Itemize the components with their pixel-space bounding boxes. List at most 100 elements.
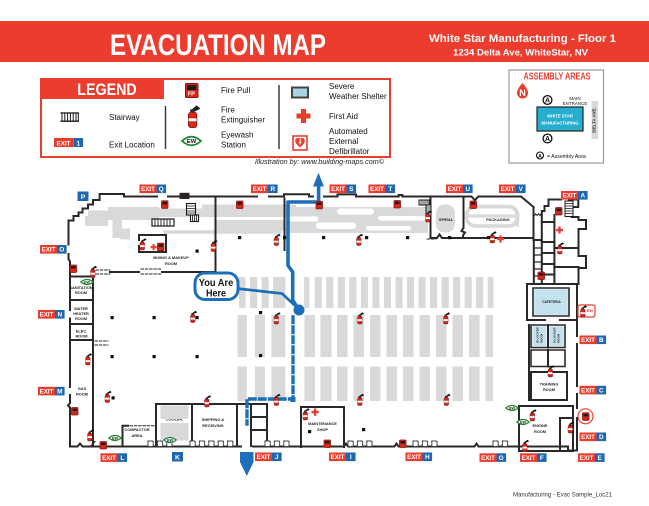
svg-text:EXIT: EXIT bbox=[257, 454, 271, 461]
svg-text:EXIT: EXIT bbox=[581, 434, 595, 441]
svg-text:Fire Pull: Fire Pull bbox=[221, 86, 251, 95]
svg-text:EXIT: EXIT bbox=[522, 455, 536, 462]
svg-text:EXIT: EXIT bbox=[141, 186, 155, 193]
svg-text:WHITE STAR: WHITE STAR bbox=[547, 114, 573, 119]
svg-text:EXIT: EXIT bbox=[40, 389, 54, 396]
svg-text:M LOCKER: M LOCKER bbox=[553, 327, 557, 343]
svg-text:A: A bbox=[580, 193, 585, 200]
svg-text:Manufacturing - Evac Sample_Lo: Manufacturing - Evac Sample_Loc21 bbox=[513, 492, 612, 499]
svg-text:EXIT: EXIT bbox=[370, 186, 384, 193]
svg-text:White Star Manufacturing - Flo: White Star Manufacturing - Floor 1 bbox=[429, 33, 616, 45]
svg-text:ROOM: ROOM bbox=[534, 429, 546, 434]
svg-text:LEGEND: LEGEND bbox=[77, 80, 137, 99]
svg-text:B: B bbox=[599, 337, 604, 344]
svg-text:EXIT: EXIT bbox=[580, 455, 594, 462]
svg-text:SANITATION: SANITATION bbox=[69, 285, 92, 290]
svg-text:V: V bbox=[519, 186, 524, 193]
svg-text:EXIT: EXIT bbox=[253, 186, 267, 193]
svg-text:1: 1 bbox=[76, 140, 80, 147]
svg-text:N: N bbox=[57, 312, 62, 319]
svg-text:MIXING & MAKEUP: MIXING & MAKEUP bbox=[153, 255, 189, 260]
svg-text:ROOM: ROOM bbox=[75, 290, 87, 295]
svg-text:A: A bbox=[545, 98, 550, 105]
svg-text:Fire: Fire bbox=[221, 106, 235, 115]
svg-text:C: C bbox=[599, 388, 604, 395]
svg-text:RECEIVING: RECEIVING bbox=[202, 423, 223, 428]
svg-text:ELEC.: ELEC. bbox=[76, 329, 87, 334]
svg-text:EXIT: EXIT bbox=[331, 454, 345, 461]
svg-text:1234 Delta Ave, WhiteStar, NV: 1234 Delta Ave, WhiteStar, NV bbox=[453, 48, 588, 58]
svg-text:F: F bbox=[540, 455, 544, 462]
svg-text:Automated: Automated bbox=[329, 127, 368, 136]
svg-text:EXIT: EXIT bbox=[563, 193, 577, 200]
svg-text:J: J bbox=[275, 454, 279, 461]
svg-text:Exit Location: Exit Location bbox=[109, 141, 155, 150]
svg-text:EXIT: EXIT bbox=[501, 186, 515, 193]
svg-text:N: N bbox=[519, 88, 526, 98]
svg-text:U: U bbox=[465, 186, 470, 193]
svg-text:= Assembly Area: = Assembly Area bbox=[547, 154, 586, 160]
svg-text:MAIN: MAIN bbox=[569, 96, 580, 101]
svg-text:WATER: WATER bbox=[74, 306, 88, 311]
svg-text:Stairway: Stairway bbox=[109, 113, 140, 122]
svg-text:Illustration by: www.building: Illustration by: www.building-maps.com© bbox=[255, 157, 385, 166]
svg-text:ROOM: ROOM bbox=[543, 387, 555, 392]
svg-text:COMPACTOR: COMPACTOR bbox=[124, 427, 149, 432]
svg-text:Here: Here bbox=[206, 289, 226, 300]
svg-text:MANUFACTURING: MANUFACTURING bbox=[542, 121, 579, 126]
svg-text:O: O bbox=[59, 247, 64, 254]
svg-text:EW: EW bbox=[84, 281, 90, 285]
svg-text:H: H bbox=[425, 454, 430, 461]
svg-text:EW: EW bbox=[520, 421, 526, 425]
svg-text:T: T bbox=[388, 186, 392, 193]
svg-text:ENTRANCE: ENTRANCE bbox=[563, 101, 588, 106]
svg-text:EXIT: EXIT bbox=[448, 186, 462, 193]
svg-text:FP: FP bbox=[188, 91, 195, 97]
svg-text:First Aid: First Aid bbox=[329, 112, 358, 121]
svg-text:P: P bbox=[81, 194, 86, 201]
svg-text:Q: Q bbox=[159, 186, 164, 193]
svg-text:EXIT: EXIT bbox=[102, 455, 116, 462]
svg-text:External: External bbox=[329, 137, 359, 146]
svg-text:PACKAGING: PACKAGING bbox=[486, 217, 510, 222]
svg-text:DELTA AVE.: DELTA AVE. bbox=[591, 107, 596, 132]
svg-text:GAS: GAS bbox=[78, 386, 87, 391]
svg-text:EW: EW bbox=[587, 308, 594, 313]
svg-text:SHOP: SHOP bbox=[317, 427, 328, 432]
svg-text:HEATER: HEATER bbox=[73, 311, 89, 316]
svg-text:EW: EW bbox=[112, 437, 118, 441]
svg-text:You Are: You Are bbox=[199, 278, 234, 289]
svg-text:R: R bbox=[270, 186, 275, 193]
svg-text:EXIT: EXIT bbox=[331, 186, 345, 193]
svg-text:A: A bbox=[538, 154, 542, 160]
svg-text:D: D bbox=[599, 434, 604, 441]
svg-text:W LOCKER: W LOCKER bbox=[536, 326, 540, 343]
svg-text:I: I bbox=[350, 454, 352, 461]
svg-text:E: E bbox=[598, 455, 603, 462]
svg-text:EXIT: EXIT bbox=[407, 454, 421, 461]
svg-text:Defibrillator: Defibrillator bbox=[329, 147, 370, 156]
svg-text:S: S bbox=[349, 186, 354, 193]
svg-text:SHIPPING &: SHIPPING & bbox=[202, 417, 225, 422]
svg-text:Eyewash: Eyewash bbox=[221, 131, 253, 140]
svg-text:Extinguisher: Extinguisher bbox=[221, 116, 265, 125]
svg-text:ENGINE: ENGINE bbox=[533, 423, 548, 428]
svg-text:G: G bbox=[499, 455, 504, 462]
svg-text:AREA: AREA bbox=[131, 433, 142, 438]
svg-text:EXIT: EXIT bbox=[40, 312, 54, 319]
svg-text:EXIT: EXIT bbox=[42, 247, 56, 254]
svg-text:ROOM: ROOM bbox=[165, 261, 177, 266]
svg-text:SPIRAL: SPIRAL bbox=[439, 217, 454, 222]
svg-text:Weather Shelter: Weather Shelter bbox=[329, 92, 387, 101]
svg-text:EXIT: EXIT bbox=[581, 337, 595, 344]
svg-text:ROOM: ROOM bbox=[75, 316, 87, 321]
svg-text:L: L bbox=[120, 455, 124, 462]
svg-text:TRAINING: TRAINING bbox=[540, 382, 559, 387]
svg-text:ROOM: ROOM bbox=[540, 333, 544, 343]
svg-text:EXIT: EXIT bbox=[581, 388, 595, 395]
svg-text:EW: EW bbox=[187, 139, 197, 145]
svg-text:Station: Station bbox=[221, 141, 246, 150]
svg-text:ROOM: ROOM bbox=[76, 392, 88, 397]
svg-text:ROOM: ROOM bbox=[75, 334, 87, 339]
svg-text:MAINTENANCE: MAINTENANCE bbox=[308, 421, 337, 426]
